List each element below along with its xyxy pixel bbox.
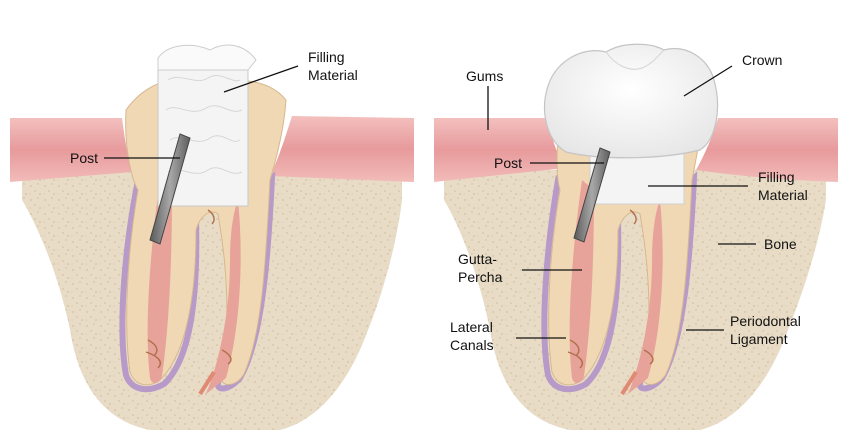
right-label-lateral-canals-line1: Lateral xyxy=(450,319,493,335)
right-gums-right xyxy=(696,118,838,182)
left-label-filling-material-line1: Filling xyxy=(308,49,345,65)
right-label-gutta-percha-line1: Gutta- xyxy=(458,251,497,267)
right-bone xyxy=(444,170,826,430)
left-label-filling-material-line2: Material xyxy=(308,67,358,83)
left-label-post: Post xyxy=(70,150,98,166)
left-canal-right-root xyxy=(206,200,241,394)
right-label-filling-material-line1: Filling xyxy=(758,169,795,185)
right-tooth-diagram: Gums Crown Post Filling Material Bone Gu… xyxy=(434,43,838,430)
left-tooth-diagram: Filling Material Post xyxy=(10,44,414,430)
right-gums-left xyxy=(434,118,566,182)
right-label-crown: Crown xyxy=(742,52,782,68)
right-label-bone: Bone xyxy=(764,236,797,252)
right-label-lateral-canals-line2: Canals xyxy=(450,337,494,353)
left-post xyxy=(149,133,191,245)
left-ligament-left-root xyxy=(119,174,200,393)
right-label-filling-material-line2: Material xyxy=(758,187,808,203)
left-bone xyxy=(22,168,402,430)
left-filling-leader xyxy=(223,65,299,93)
right-post xyxy=(573,147,611,243)
left-lateral-canals xyxy=(145,209,232,369)
left-crown-top xyxy=(157,44,257,71)
right-crown xyxy=(544,43,719,159)
left-gums-right xyxy=(270,116,414,182)
right-label-gums: Gums xyxy=(466,68,503,84)
right-canal-right-root xyxy=(628,200,663,394)
right-label-periodontal-line1: Periodontal xyxy=(730,313,801,329)
right-label-gutta-percha-line2: Percha xyxy=(458,269,503,285)
left-gums xyxy=(10,118,132,182)
right-lateral-canals xyxy=(567,209,654,369)
right-crown-groove xyxy=(605,49,665,70)
left-apex-tip xyxy=(198,370,216,396)
right-crown-leader xyxy=(683,65,733,97)
right-label-post: Post xyxy=(494,155,522,171)
right-apex-tip xyxy=(620,370,638,396)
right-label-periodontal-line2: Ligament xyxy=(730,331,788,347)
